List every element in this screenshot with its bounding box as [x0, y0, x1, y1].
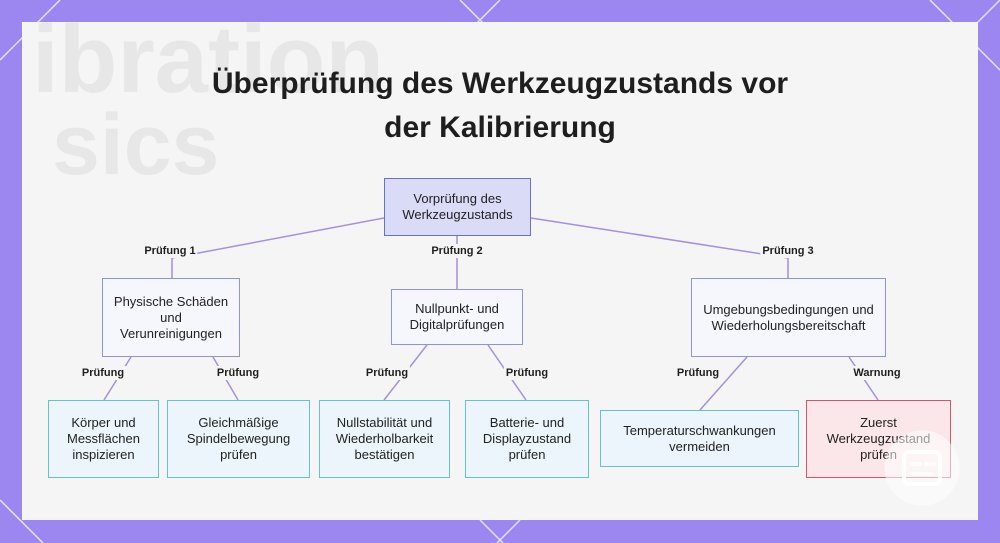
edge-label: Prüfung	[215, 366, 261, 380]
check-node-physical-damage: Physische Schäden und Verunreinigungen	[102, 278, 240, 357]
watermark-icon	[882, 428, 962, 508]
edge-label: Prüfung 1	[142, 244, 197, 258]
diagram-title: Überprüfung des Werkzeugzustands vor der…	[0, 62, 1000, 150]
title-line-2: der Kalibrierung	[0, 106, 1000, 150]
check-node-environment: Umgebungsbedingungen und Wiederholungsbe…	[691, 278, 886, 357]
edge-label: Prüfung	[364, 366, 410, 380]
check-node-zero-digital: Nullpunkt- und Digitalprüfungen	[391, 289, 523, 345]
title-line-1: Überprüfung des Werkzeugzustands vor	[0, 62, 1000, 106]
edge-label: Prüfung	[80, 366, 126, 380]
edge-label: Prüfung 3	[760, 244, 815, 258]
edge-label: Prüfung	[504, 366, 550, 380]
leaf-node-battery: Batterie- und Displayzustand prüfen	[465, 400, 589, 478]
leaf-node-inspect-body: Körper und Messflächen inspizieren	[48, 400, 159, 478]
leaf-node-zero-stability: Nullstabilität und Wiederholbarkeit best…	[319, 400, 450, 478]
edge-label: Prüfung	[675, 366, 721, 380]
edge-label: Prüfung 2	[429, 244, 484, 258]
leaf-node-temperature: Temperaturschwankungen vermeiden	[600, 410, 799, 467]
leaf-node-spindle: Gleichmäßige Spindelbewegung prüfen	[167, 400, 310, 478]
root-node: Vorprüfung des Werkzeugzustands	[384, 178, 531, 236]
edge-label: Warnung	[851, 366, 902, 380]
